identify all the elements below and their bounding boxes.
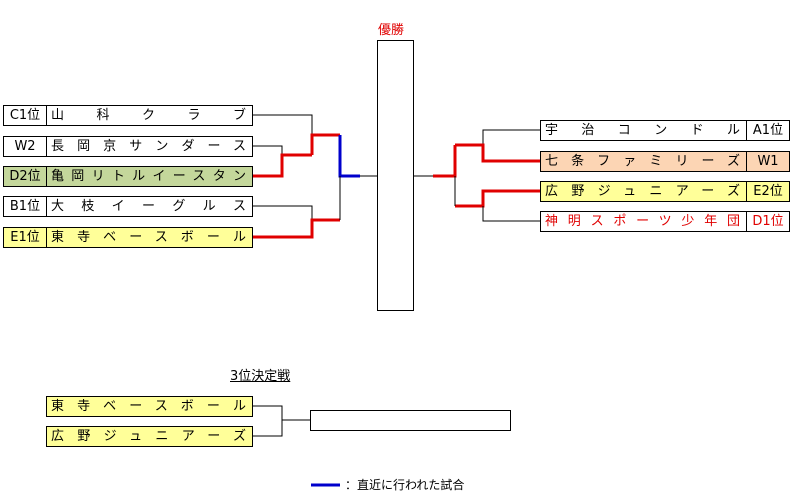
bracket-line-winner xyxy=(455,189,540,208)
team-name: 広野ジュニアーズ xyxy=(540,181,747,202)
legend-text: ：直近に行われた試合 xyxy=(345,478,465,492)
team-seed: D1位 xyxy=(746,211,790,232)
bracket-line xyxy=(252,114,340,136)
left-final-match xyxy=(338,135,377,220)
bracket-line xyxy=(252,405,310,421)
third-place-result-box xyxy=(310,410,511,431)
team-name: 東寺ベースボール xyxy=(46,227,253,248)
team-seed: E2位 xyxy=(746,181,790,202)
team-name: 広野ジュニアーズ xyxy=(46,426,253,447)
bracket-line xyxy=(482,206,540,222)
bracket-line xyxy=(252,205,340,221)
right-sf-match-2 xyxy=(455,189,540,222)
bracket-line-winner xyxy=(455,143,540,163)
team-seed: E1位 xyxy=(3,227,47,248)
bracket-line-winner xyxy=(310,133,340,155)
bracket-line-recent xyxy=(338,135,360,178)
team-name: 東寺ベースボール xyxy=(46,396,253,417)
team-seed: W2 xyxy=(3,136,47,157)
left-sf-match-2 xyxy=(252,205,340,239)
champion-box xyxy=(377,40,414,311)
champion-label: 優勝 xyxy=(378,23,405,38)
team-name: 七条ファミリーズ xyxy=(540,151,747,172)
team-seed: W1 xyxy=(746,151,790,172)
team-seed: C1位 xyxy=(3,105,47,126)
left-r1-match xyxy=(252,145,312,178)
team-name: 神明スポーツ少年団 xyxy=(540,211,747,232)
team-name: 亀岡リトルイースタン xyxy=(46,166,253,187)
bracket-line xyxy=(252,420,283,437)
team-name: 山 科 ク ラ ブ xyxy=(46,105,253,126)
bracket-line-winner xyxy=(433,145,457,178)
team-seed: D2位 xyxy=(3,166,47,187)
team-name: 長岡京サンダース xyxy=(46,136,253,157)
right-sf-match-1 xyxy=(455,129,540,163)
bracket-line-winner xyxy=(252,153,312,178)
team-name: 宇治コンドル xyxy=(540,120,747,141)
left-sf-match-1 xyxy=(252,114,340,155)
right-final-match xyxy=(414,145,457,206)
third-place-match xyxy=(252,405,310,437)
team-seed: A1位 xyxy=(746,120,790,141)
team-seed: B1位 xyxy=(3,196,47,217)
bracket-line-winner xyxy=(252,218,340,239)
team-name: 大枝イーグルス xyxy=(46,196,253,217)
third-place-title: 3位決定戦 xyxy=(230,369,291,384)
bracket-line xyxy=(455,129,540,146)
